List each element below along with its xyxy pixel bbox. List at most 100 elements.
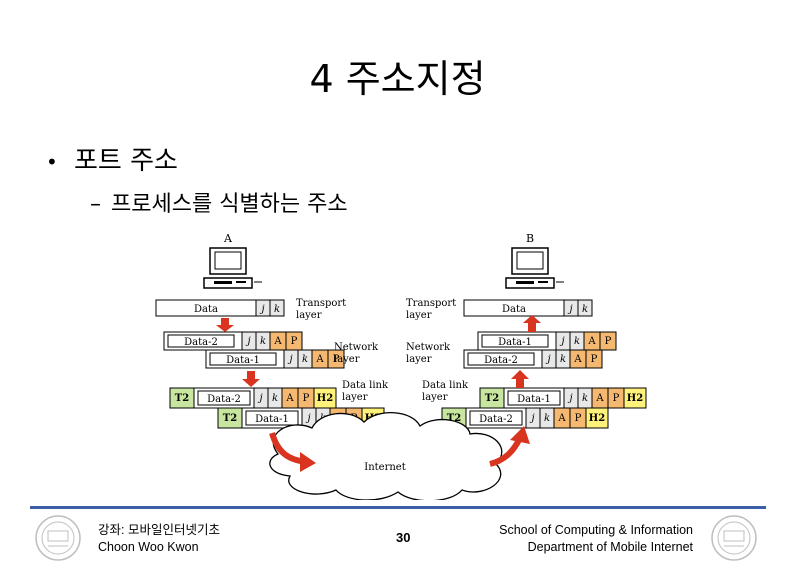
computer-a-icon xyxy=(203,247,263,289)
svg-text:layer: layer xyxy=(422,392,448,403)
svg-text:Data-1: Data-1 xyxy=(517,394,551,405)
right-datalink-label: Data link layer xyxy=(422,380,469,403)
port-address-diagram: A B Data j k Transport layer Data-2 j k … xyxy=(155,232,647,500)
sub-bullet-dash: – xyxy=(90,192,101,217)
footer-school-info: School of Computing & Information Depart… xyxy=(499,522,693,556)
svg-text:Data link: Data link xyxy=(342,380,389,391)
slide-title: 4 주소지정 xyxy=(309,57,486,101)
svg-text:k: k xyxy=(544,413,550,424)
svg-text:k: k xyxy=(560,354,566,365)
svg-text:T2: T2 xyxy=(447,413,461,424)
svg-text:j: j xyxy=(259,304,264,315)
svg-text:layer: layer xyxy=(406,310,432,321)
svg-text:Network: Network xyxy=(406,342,451,353)
bullet-symbol: • xyxy=(46,149,58,174)
svg-text:T2: T2 xyxy=(175,393,189,404)
svg-text:k: k xyxy=(582,393,588,404)
right-network-packet-2: Data-2 j k A P xyxy=(463,349,603,369)
svg-text:A: A xyxy=(587,336,596,347)
svg-text:Data: Data xyxy=(502,304,526,315)
footer-divider xyxy=(30,506,766,509)
internet-label: Internet xyxy=(364,462,405,473)
svg-text:A: A xyxy=(595,393,604,404)
footer-course-info: 강좌: 모바일인터넷기초 Choon Woo Kwon xyxy=(98,522,220,556)
svg-text:k: k xyxy=(302,354,308,365)
svg-text:layer: layer xyxy=(334,354,360,365)
svg-text:Network: Network xyxy=(334,342,379,353)
svg-text:Transport: Transport xyxy=(406,298,456,309)
footer-course: 강좌: 모바일인터넷기초 xyxy=(98,523,220,537)
footer-author: Choon Woo Kwon xyxy=(98,540,199,554)
svg-text:H2: H2 xyxy=(589,413,605,424)
svg-text:j: j xyxy=(545,354,550,365)
left-network-packet-1: Data-2 j k A P xyxy=(163,331,303,351)
right-transport-layer-label: Transport layer xyxy=(406,298,456,321)
footer-department: Department of Mobile Internet xyxy=(527,540,693,554)
arrow-out-of-internet xyxy=(489,426,530,467)
footer-school: School of Computing & Information xyxy=(499,523,693,537)
svg-text:P: P xyxy=(605,336,612,347)
right-network-packet-1: Data-1 j k A P xyxy=(477,331,617,351)
right-transport-packet: Data j k xyxy=(463,299,593,317)
svg-text:H2: H2 xyxy=(317,393,333,404)
host-b-label: B xyxy=(526,232,534,245)
svg-text:k: k xyxy=(574,336,580,347)
page-number: 30 xyxy=(396,530,411,545)
svg-text:j: j xyxy=(257,393,262,404)
svg-text:Data-1: Data-1 xyxy=(226,355,260,366)
left-datalink-frame-1: T2 Data-2 j k A P H2 xyxy=(169,387,337,409)
up-arrow-datalink-to-network xyxy=(511,370,529,388)
sub-bullet-text: 프로세스를 식별하는 주소 xyxy=(111,192,348,217)
university-seal-icon xyxy=(35,515,81,561)
up-arrow-network-to-transport xyxy=(523,315,541,332)
svg-text:Transport: Transport xyxy=(296,298,346,309)
svg-text:Data-1: Data-1 xyxy=(255,414,289,425)
svg-text:layer: layer xyxy=(342,392,368,403)
left-transport-packet: Data j k xyxy=(155,299,285,317)
svg-text:Data-2: Data-2 xyxy=(207,394,241,405)
svg-text:Data-2: Data-2 xyxy=(484,355,518,366)
svg-text:j: j xyxy=(287,354,292,365)
left-network-layer-label: Network layer xyxy=(334,342,379,365)
svg-text:P: P xyxy=(303,393,310,404)
svg-text:P: P xyxy=(613,393,620,404)
sub-bullet-process-address: –프로세스를 식별하는 주소 xyxy=(90,186,348,218)
down-arrow-network-to-datalink xyxy=(242,371,260,387)
svg-text:j: j xyxy=(245,336,250,347)
svg-text:k: k xyxy=(274,304,280,315)
svg-text:A: A xyxy=(557,413,566,424)
svg-text:j: j xyxy=(567,304,572,315)
university-seal-icon xyxy=(711,515,757,561)
svg-text:P: P xyxy=(591,354,598,365)
svg-text:A: A xyxy=(315,354,324,365)
svg-text:Data-2: Data-2 xyxy=(184,337,218,348)
svg-text:k: k xyxy=(260,336,266,347)
svg-text:Data-1: Data-1 xyxy=(498,337,532,348)
svg-text:P: P xyxy=(575,413,582,424)
svg-text:layer: layer xyxy=(406,354,432,365)
svg-text:j: j xyxy=(567,393,572,404)
bullet-port-address: • 포트 주소 xyxy=(46,140,178,177)
svg-text:T2: T2 xyxy=(223,413,237,424)
svg-text:T2: T2 xyxy=(485,393,499,404)
svg-text:k: k xyxy=(272,393,278,404)
svg-text:layer: layer xyxy=(296,310,322,321)
svg-text:A: A xyxy=(573,354,582,365)
host-a-label: A xyxy=(223,232,233,245)
left-datalink-label: Data link layer xyxy=(342,380,389,403)
svg-text:Data-2: Data-2 xyxy=(479,414,513,425)
down-arrow-transport-to-network xyxy=(216,318,234,332)
svg-text:Data: Data xyxy=(194,304,218,315)
svg-text:A: A xyxy=(285,393,294,404)
right-datalink-frame-2: T2 Data-2 j k A P H2 xyxy=(441,407,609,429)
left-network-packet-2: Data-1 j k A P xyxy=(205,349,345,369)
svg-text:j: j xyxy=(305,413,310,424)
svg-text:H2: H2 xyxy=(627,393,643,404)
svg-text:P: P xyxy=(333,354,340,365)
computer-b-icon xyxy=(505,247,565,289)
svg-text:j: j xyxy=(529,413,534,424)
arrow-into-internet xyxy=(269,432,316,472)
bullet-text: 포트 주소 xyxy=(74,146,178,176)
left-transport-layer-label: Transport layer xyxy=(296,298,346,321)
svg-text:Data link: Data link xyxy=(422,380,469,391)
